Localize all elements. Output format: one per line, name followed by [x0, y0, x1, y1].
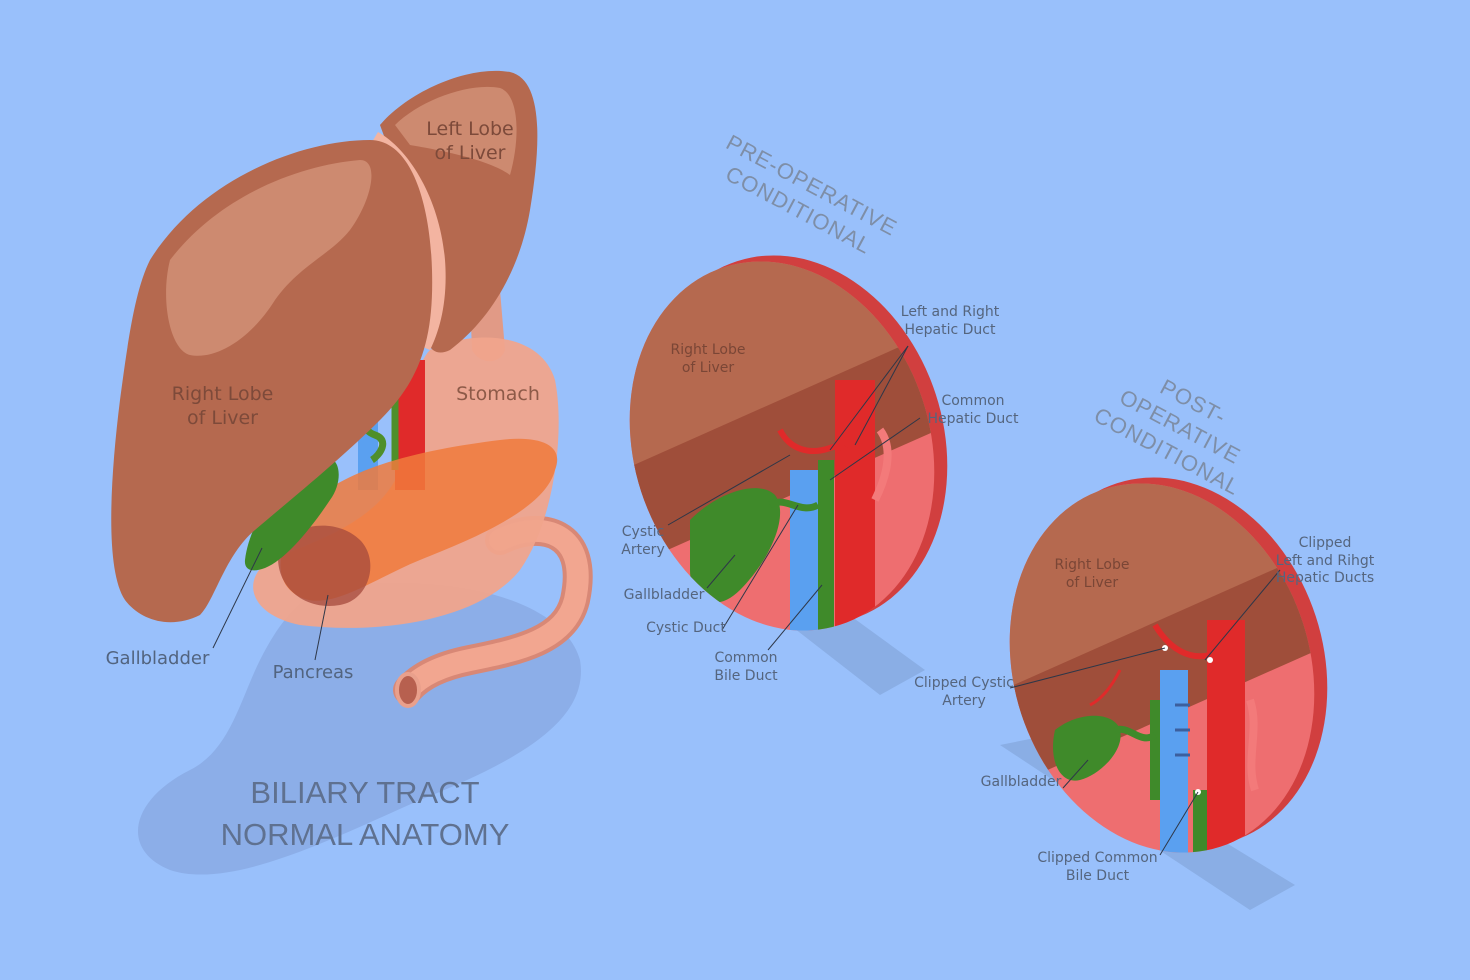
leader-lines [212, 345, 1281, 856]
post-label-clipped-hepatic: Clipped Left and Rihgt Hepatic Ducts [1275, 535, 1375, 586]
label-pancreas: Pancreas [272, 662, 354, 683]
label-left-lobe: Left Lobe of Liver [426, 118, 514, 164]
pre-label-cystic-duct: Cystic Duct [646, 620, 726, 636]
title-line2: NORMAL ANATOMY [220, 817, 510, 852]
pre-label-gallbladder: Gallbladder [623, 587, 705, 603]
page-title: BILIARY TRACT NORMAL ANATOMY [185, 772, 545, 856]
label-right-lobe: Right Lobe of Liver [171, 383, 274, 429]
pre-label-hepatic-ducts: Left and Right Hepatic Duct [900, 304, 1000, 338]
post-label-right-lobe: Right Lobe of Liver [1054, 557, 1130, 591]
intestine-opening [395, 672, 421, 708]
left-lobe-highlight [395, 86, 517, 175]
pre-label-right-lobe: Right Lobe of Liver [670, 342, 746, 376]
post-label-clipped-cystic-artery: Clipped Cystic Artery [914, 675, 1014, 709]
post-disc-face [980, 460, 1340, 880]
duodenum-lobule [278, 525, 371, 606]
pre-label-common-bile: Common Bile Duct [714, 650, 778, 684]
intestine-highlight [397, 519, 589, 701]
pre-label-common-hepatic: Common Hepatic Duct [927, 393, 1019, 427]
label-stomach: Stomach [456, 383, 540, 405]
right-lobe-highlight [166, 160, 372, 356]
label-gallbladder: Gallbladder [105, 648, 210, 669]
post-label-gallbladder: Gallbladder [980, 774, 1062, 790]
gallbladder-shape [244, 458, 339, 571]
post-label-clipped-common-bile: Clipped Common Bile Duct [1037, 850, 1158, 884]
pre-label-cystic-artery: Cystic Artery [621, 524, 665, 558]
title-line1: BILIARY TRACT [250, 775, 480, 810]
